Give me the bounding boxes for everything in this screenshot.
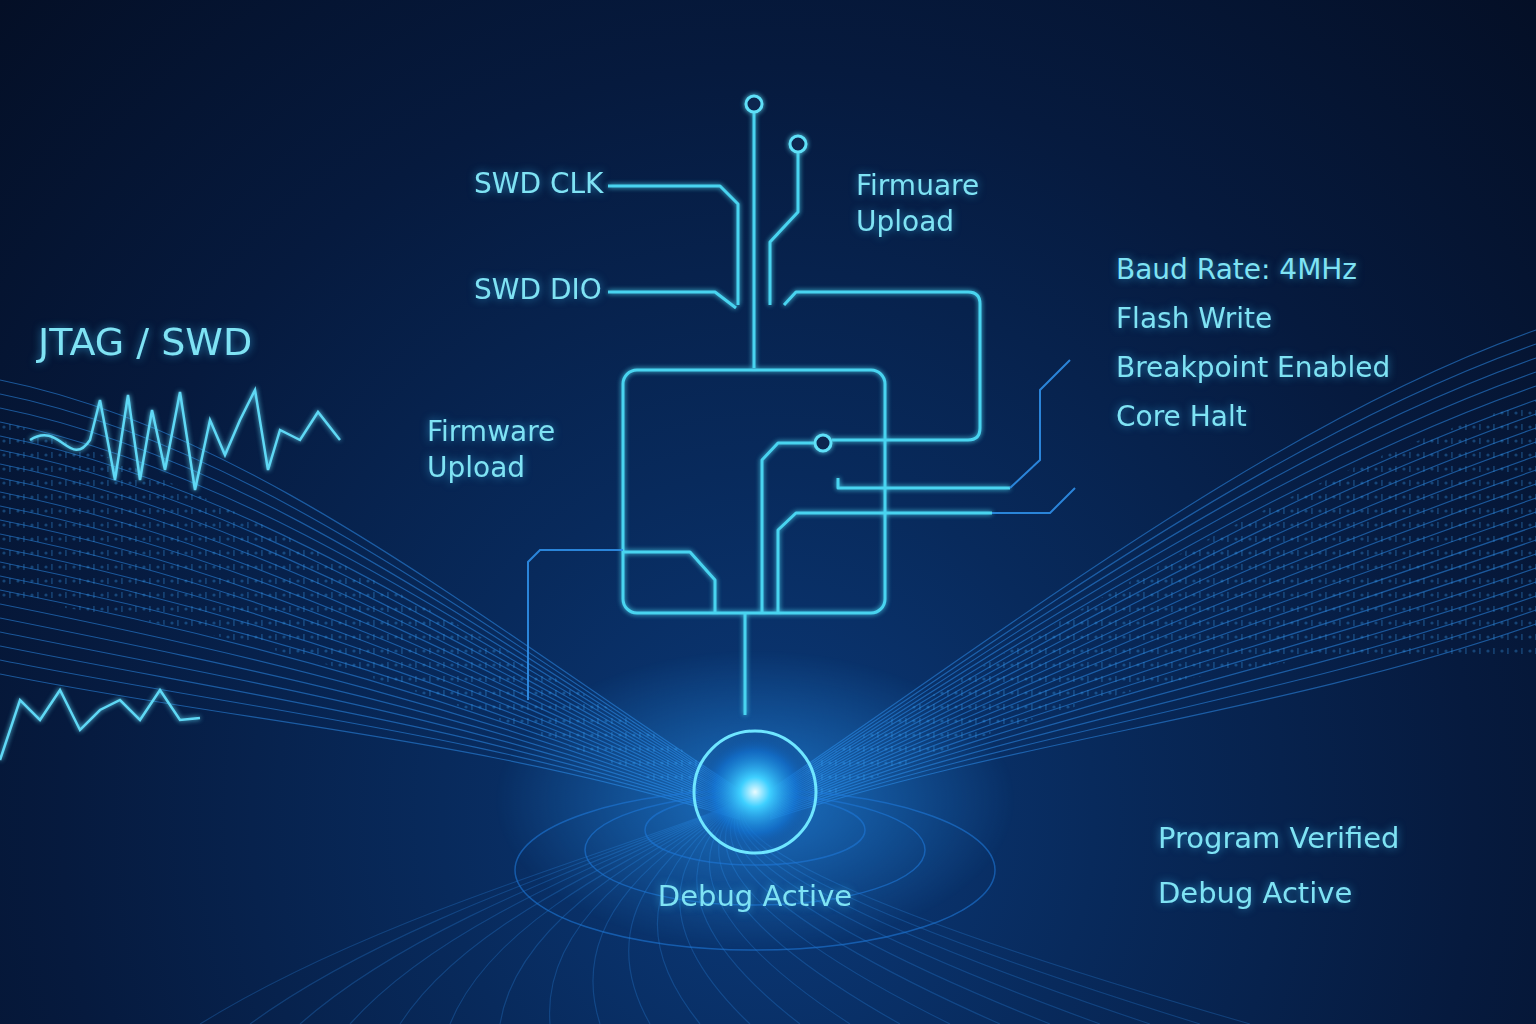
signal-name: SWD CLK [474,166,603,202]
core-label: Debug Active [630,879,880,913]
flow-lines [0,330,1536,1024]
circuit-traces [608,113,1010,715]
status-line: Core Halt [1116,399,1247,435]
side-traces [528,360,1075,700]
trace-pads [746,96,831,451]
annotation: Firmware Upload [427,414,577,487]
status-line: Debug Active [1158,875,1352,913]
status-line: Flash Write [1116,301,1272,337]
status-line: Program Verified [1158,820,1400,858]
signal-wave [30,390,340,490]
debug-core: Debug Active [690,727,820,857]
signal-wave-small [0,690,200,760]
glow-halo [495,650,1015,950]
core-circle [690,727,820,857]
signal-name: SWD DIO [474,272,602,308]
status-line: Baud Rate: 4MHz [1116,252,1357,288]
protocol-title: JTAG / SWD [38,318,252,367]
status-line: Breakpoint Enabled [1116,350,1390,386]
annotation: Firmuare Upload [856,168,1006,241]
